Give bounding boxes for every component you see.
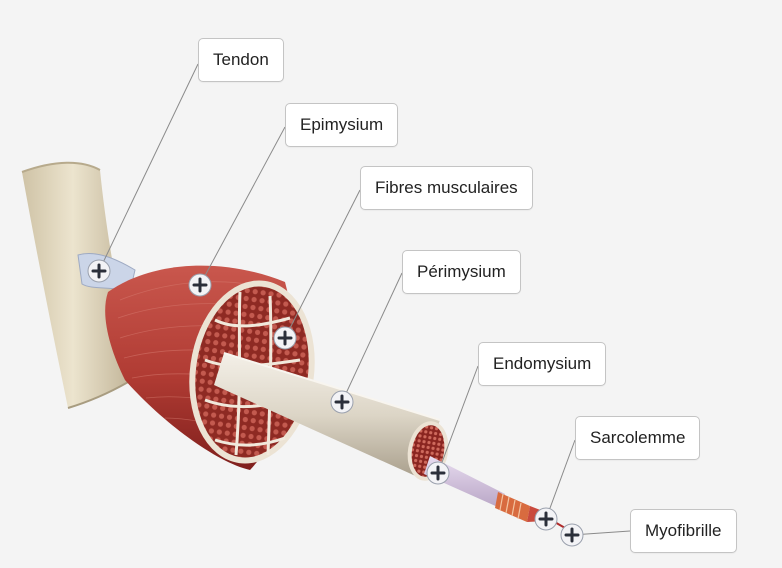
label-myofibrille[interactable]: Myofibrille bbox=[630, 509, 737, 553]
leader-line-perimysium bbox=[342, 273, 402, 402]
hotspot-fibres-musculaires-plus-icon[interactable] bbox=[274, 327, 296, 349]
leader-line-sarcolemme bbox=[546, 440, 575, 519]
hotspot-myofibrille-plus-icon[interactable] bbox=[561, 524, 583, 546]
label-sarcolemme[interactable]: Sarcolemme bbox=[575, 416, 700, 460]
label-perimysium[interactable]: Périmysium bbox=[402, 250, 521, 294]
label-endomysium[interactable]: Endomysium bbox=[478, 342, 606, 386]
myofibril-bundle bbox=[495, 492, 572, 532]
hotspot-perimysium-plus-icon[interactable] bbox=[331, 391, 353, 413]
hotspot-sarcolemme-plus-icon[interactable] bbox=[535, 508, 557, 530]
leader-line-tendon bbox=[99, 64, 198, 271]
leader-line-endomysium bbox=[438, 366, 478, 473]
hotspot-epimysium-plus-icon[interactable] bbox=[189, 274, 211, 296]
leader-line-fibres-musculaires bbox=[285, 190, 360, 338]
leader-line-epimysium bbox=[200, 127, 285, 285]
hotspot-endomysium-plus-icon[interactable] bbox=[427, 462, 449, 484]
label-epimysium[interactable]: Epimysium bbox=[285, 103, 398, 147]
label-fibres-musculaires[interactable]: Fibres musculaires bbox=[360, 166, 533, 210]
hotspot-tendon-plus-icon[interactable] bbox=[88, 260, 110, 282]
label-tendon[interactable]: Tendon bbox=[198, 38, 284, 82]
